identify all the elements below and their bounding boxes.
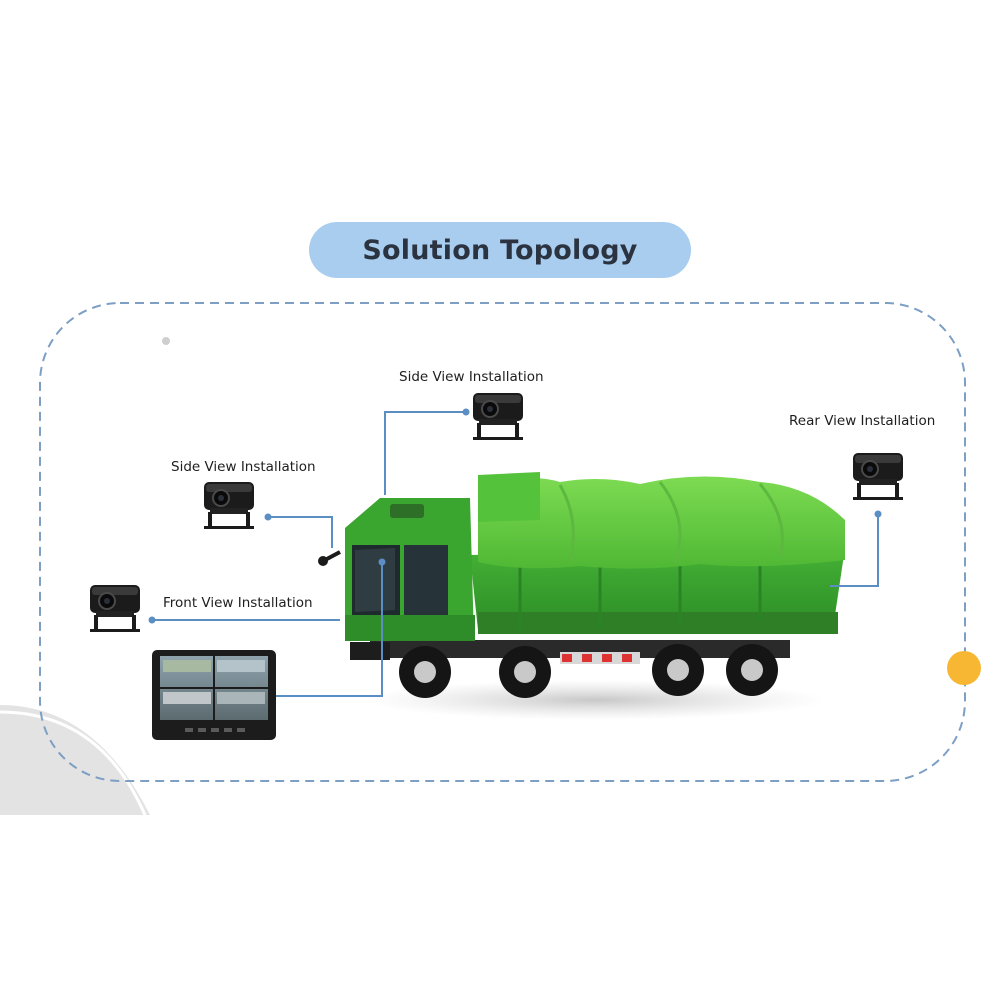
- camera-icon-rear: [852, 452, 904, 501]
- topology-border: [39, 302, 966, 782]
- label-front-view: Front View Installation: [163, 595, 313, 611]
- accent-dot: [947, 651, 981, 685]
- connector-lines: [152, 411, 879, 697]
- dump-truck-illustration: [318, 472, 845, 698]
- page-title: Solution Topology: [362, 234, 638, 266]
- decorative-dot: [162, 337, 170, 345]
- monitor-icon: [152, 650, 276, 740]
- label-side-view-left: Side View Installation: [171, 459, 316, 475]
- connector-rear: [830, 514, 879, 587]
- decorative-arc-outline: [0, 710, 147, 816]
- connector-side-left: [268, 516, 333, 548]
- title-pill: Solution Topology: [309, 222, 691, 278]
- truck-shadow: [365, 680, 825, 720]
- connector-monitor: [275, 562, 383, 697]
- camera-icon-side-left: [203, 481, 255, 530]
- decorative-arc: [0, 705, 150, 815]
- camera-icon-side-top: [472, 392, 524, 441]
- connector-side-top: [384, 411, 466, 495]
- label-side-view-top: Side View Installation: [399, 369, 544, 385]
- camera-icon-front: [89, 584, 141, 633]
- label-rear-view: Rear View Installation: [789, 413, 936, 429]
